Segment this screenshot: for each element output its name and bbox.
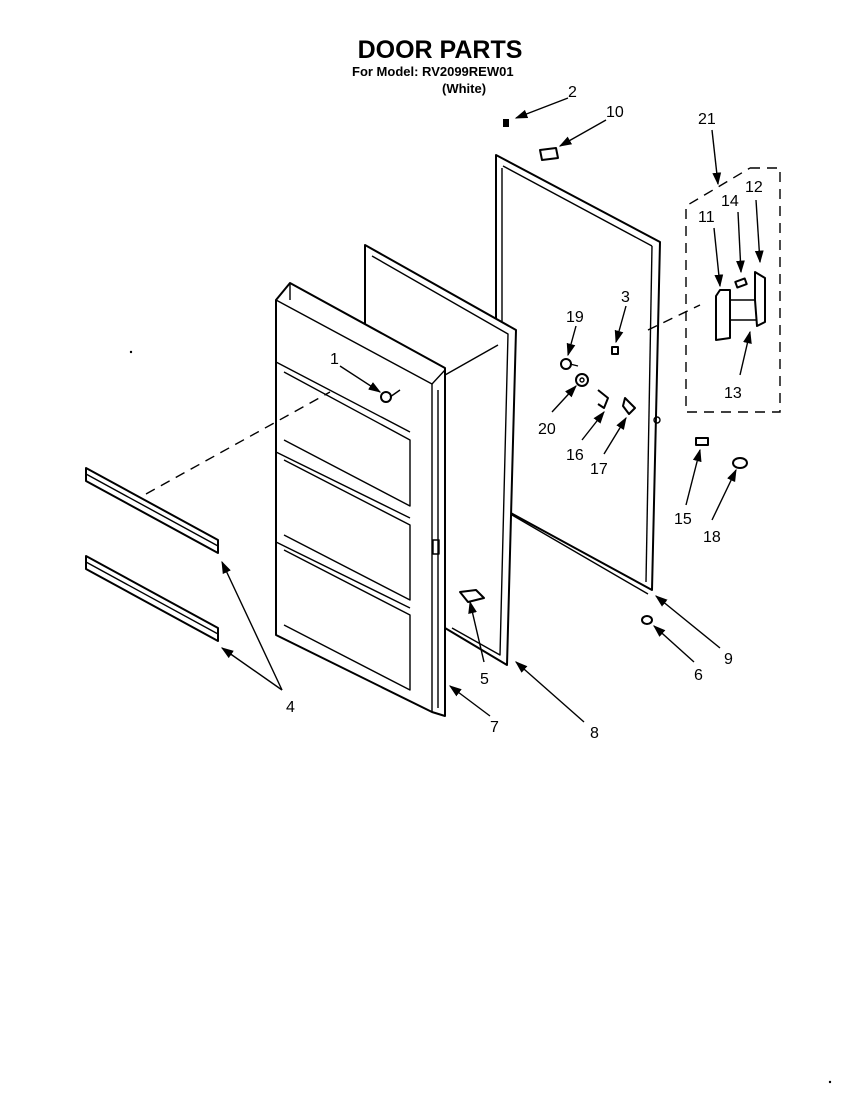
- washer-20-icon: [575, 373, 589, 387]
- door-shelf-bar-lower: [85, 555, 219, 642]
- callout-14: 14: [721, 193, 739, 210]
- top-screw-icon: [503, 119, 509, 127]
- callout-4: 4: [286, 699, 295, 716]
- page-title: DOOR PARTS: [358, 36, 523, 64]
- callout-19: 19: [566, 309, 584, 326]
- pin-15-icon: [695, 437, 709, 446]
- hinge-bracket: [715, 271, 766, 341]
- callout-6: 6: [694, 667, 703, 684]
- callout-12: 12: [745, 179, 763, 196]
- bracket-17-icon: [622, 397, 636, 415]
- screw-19-icon: [560, 358, 579, 370]
- door-stop-16-icon: [597, 389, 609, 409]
- inner-door-liner: [275, 282, 446, 717]
- callout-5: 5: [480, 671, 489, 688]
- cap-18-icon: [732, 457, 748, 469]
- callout-13: 13: [724, 385, 742, 402]
- callout-17: 17: [590, 461, 608, 478]
- label-plate: [539, 147, 559, 161]
- hinge-screw: [734, 277, 748, 289]
- callout-8: 8: [590, 725, 599, 742]
- callout-2: 2: [568, 84, 577, 101]
- callout-18: 18: [703, 529, 721, 546]
- color-line: (White): [442, 81, 486, 96]
- callout-1: 1: [330, 351, 339, 368]
- callout-11: 11: [698, 209, 715, 226]
- leader-lines: [220, 97, 764, 723]
- hinge-assembly-box: [685, 167, 781, 413]
- door-shelf-bar-upper: [85, 467, 219, 554]
- callout-7: 7: [490, 719, 499, 736]
- callout-9: 9: [724, 651, 733, 668]
- callout-16: 16: [566, 447, 584, 464]
- callout-3: 3: [621, 289, 630, 306]
- callout-10: 10: [606, 104, 624, 121]
- model-line: For Model: RV2099REW01: [352, 64, 514, 79]
- callout-labels: 1 2 3 4 5 6 7 8 9 10 11 12 13 14 15 16 1…: [286, 84, 763, 742]
- callout-20: 20: [538, 421, 556, 438]
- bushing-6-icon: [641, 615, 653, 625]
- door-plug-icon: [611, 346, 619, 355]
- shelf-screw-icon: [380, 389, 401, 403]
- callout-21: 21: [698, 111, 716, 128]
- bracket-5-icon: [459, 589, 485, 603]
- callout-15: 15: [674, 511, 692, 528]
